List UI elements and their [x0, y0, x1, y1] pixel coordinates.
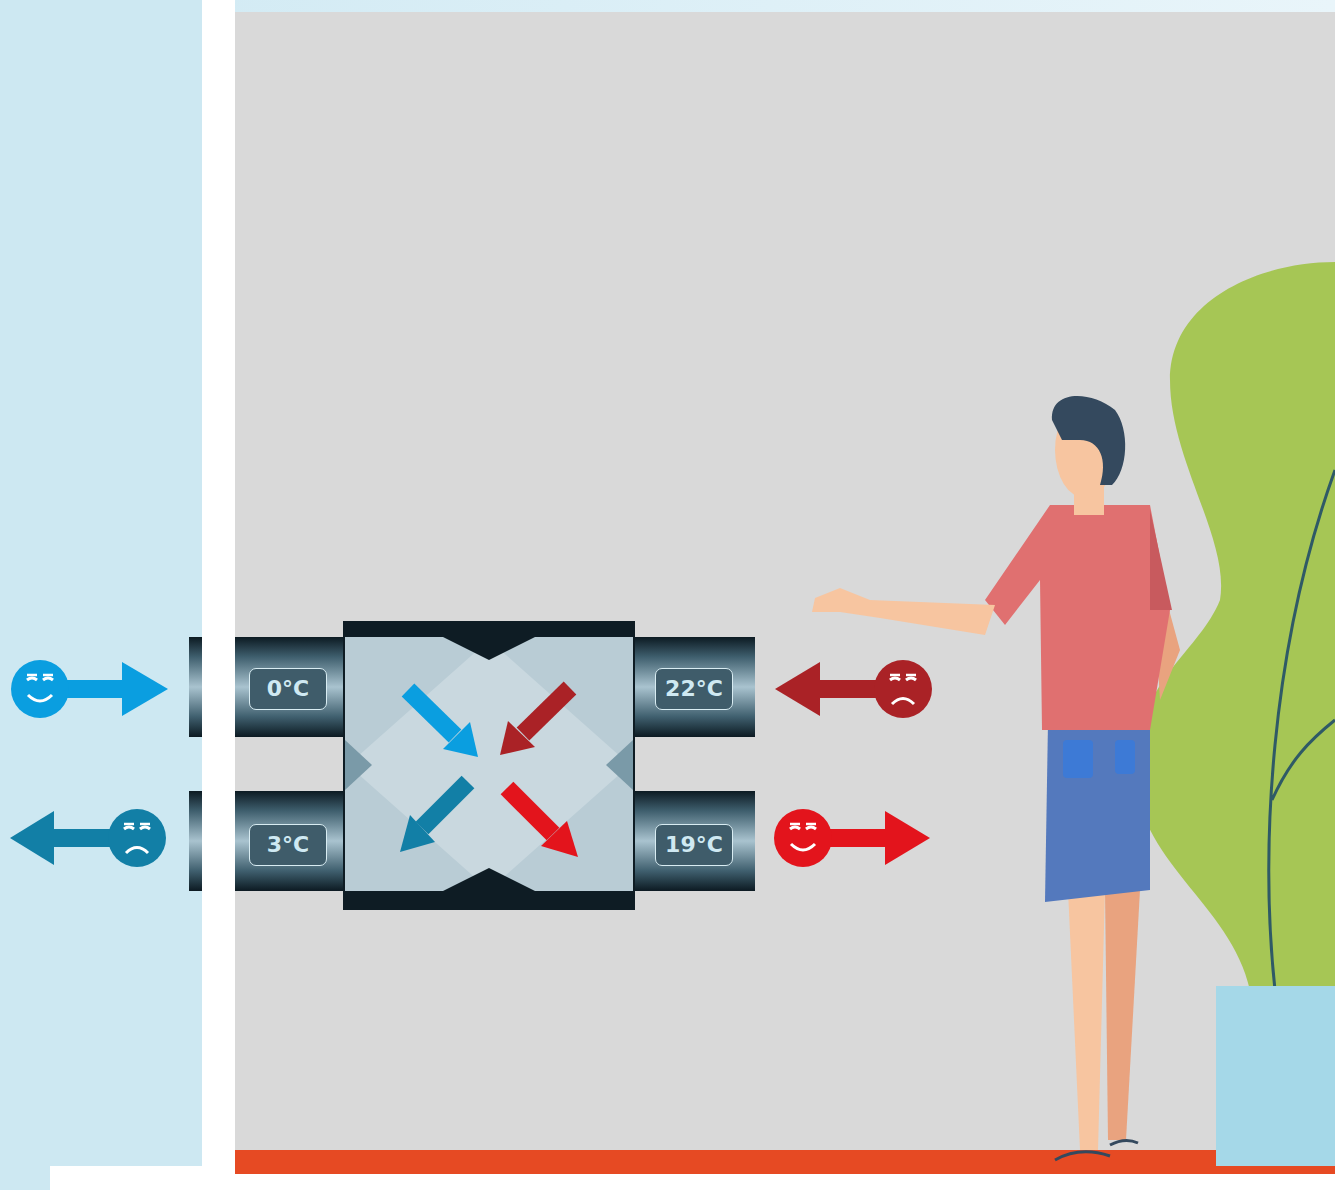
airflow-arrows	[400, 688, 578, 857]
floor	[235, 1150, 1335, 1174]
room	[235, 12, 1335, 1162]
temperature-label: 22°C	[655, 668, 733, 710]
temperature-label: 0°C	[249, 668, 327, 710]
wall	[202, 0, 235, 1190]
supply-outside	[11, 660, 168, 718]
extract-room	[775, 660, 932, 718]
ducts	[189, 637, 755, 891]
heat-exchanger	[343, 621, 635, 910]
temperature-value: 0°C	[267, 678, 309, 700]
person	[812, 396, 1180, 1160]
temperature-value: 3°C	[267, 834, 309, 856]
temperature-label: 19°C	[655, 824, 733, 866]
exhaust-outside	[10, 809, 166, 867]
supply-room	[774, 809, 930, 867]
outside	[0, 0, 202, 1190]
temperature-value: 19°C	[665, 834, 723, 856]
floor-edge	[50, 1166, 235, 1190]
temperature-label: 3°C	[249, 824, 327, 866]
plant	[1135, 262, 1335, 1166]
temperature-value: 22°C	[665, 678, 723, 700]
